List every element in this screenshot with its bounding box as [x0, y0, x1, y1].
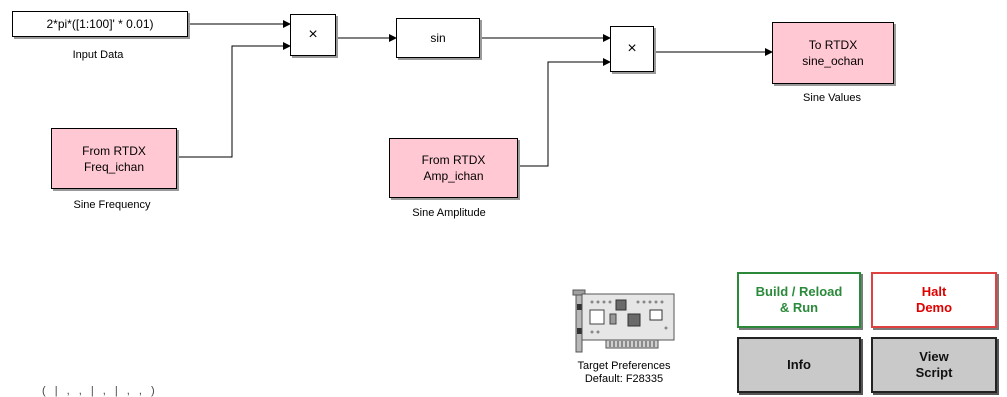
sin-block[interactable]: sin — [396, 18, 480, 58]
from-rtdx-amp-block[interactable]: From RTDX Amp_ichan — [389, 138, 518, 198]
product-block-1[interactable]: × — [290, 14, 336, 56]
from-rtdx-amp-label: From RTDX Amp_ichan — [421, 153, 486, 183]
to-rtdx-block[interactable]: To RTDX sine_ochan — [772, 22, 894, 84]
to-rtdx-label: To RTDX sine_ochan — [802, 38, 864, 68]
product-2-symbol: × — [627, 40, 637, 57]
halt-demo-button[interactable]: Halt Demo — [871, 272, 997, 328]
line-freq-to-product1 — [177, 42, 291, 158]
from-rtdx-freq-block[interactable]: From RTDX Freq_ichan — [51, 128, 177, 189]
footer-annotation: ( | , , | , | , , ) — [42, 385, 158, 397]
input-data-block[interactable]: 2*pi*([1:100]' * 0.01) — [12, 11, 188, 37]
build-reload-run-button[interactable]: Build / Reload & Run — [737, 272, 861, 328]
input-data-caption: Input Data — [72, 49, 124, 61]
target-board-icon[interactable] — [568, 288, 680, 358]
product-block-2[interactable]: × — [610, 26, 654, 72]
sine-values-caption: Sine Values — [803, 92, 861, 104]
target-preferences-caption: Target Preferences Default: F28335 — [577, 360, 671, 385]
product-1-symbol: × — [308, 26, 318, 43]
input-data-expression: 2*pi*([1:100]' * 0.01) — [46, 17, 154, 31]
sine-amplitude-caption: Sine Amplitude — [412, 207, 486, 219]
sine-frequency-caption: Sine Frequency — [73, 199, 151, 211]
from-rtdx-freq-label: From RTDX Freq_ichan — [82, 143, 146, 174]
view-script-button[interactable]: View Script — [871, 337, 997, 393]
info-button[interactable]: Info — [737, 337, 861, 393]
line-amp-to-product2 — [518, 58, 611, 167]
sin-label: sin — [430, 31, 446, 45]
